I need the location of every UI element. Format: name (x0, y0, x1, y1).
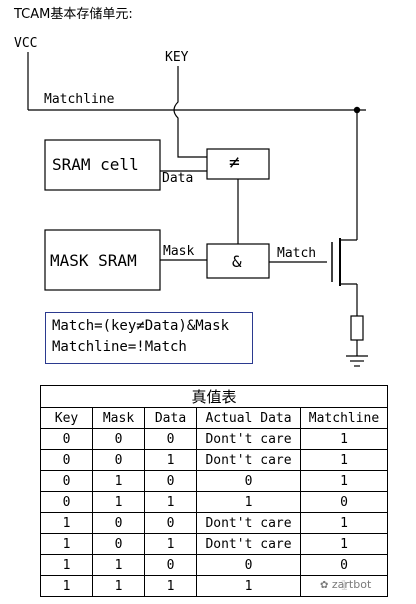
column-header-mask: Mask (92, 407, 145, 429)
table-cell: 1 (40, 554, 93, 576)
key-label: KEY (165, 50, 189, 65)
watermark: ✿ zartbot (318, 578, 374, 591)
table-cell: 0 (40, 491, 93, 513)
table-cell: 1 (300, 428, 388, 450)
watermark-text: zartbot (331, 578, 372, 591)
page-heading: TCAM基本存储单元: (14, 7, 133, 22)
table-cell: 0 (196, 470, 301, 492)
table-cell: 1 (300, 449, 388, 471)
mask-sram-label: MASK SRAM (50, 251, 137, 270)
table-cell: 1 (92, 491, 145, 513)
sram-cell-label: SRAM cell (52, 155, 139, 174)
data-label: Data (162, 171, 194, 186)
mask-sram-box (44, 229, 161, 291)
table-cell: 1 (144, 491, 197, 513)
formula-line-2: Matchline=!Match (52, 339, 187, 355)
table-cell: 1 (300, 470, 388, 492)
neq-symbol: ≠ (229, 152, 240, 173)
table-cell: 0 (144, 512, 197, 534)
table-cell: 1 (92, 575, 145, 597)
truth-table-title: 真值表 (40, 385, 388, 408)
column-header-data: Data (144, 407, 197, 429)
mask-label: Mask (163, 244, 195, 259)
table-cell: 1 (40, 512, 93, 534)
and-symbol: & (232, 252, 242, 271)
table-cell: 1 (144, 449, 197, 471)
table-cell: 0 (144, 470, 197, 492)
neq-gate (206, 148, 270, 180)
formula-box: Match=(key≠Data)&Mask Matchline=!Match (45, 312, 253, 364)
table-cell: 0 (144, 428, 197, 450)
watermark-icon: ✿ (320, 580, 329, 591)
table-cell: 1 (92, 554, 145, 576)
column-header-key: Key (40, 407, 93, 429)
formula-line-1: Match=(key≠Data)&Mask (52, 318, 230, 334)
table-cell: 1 (300, 512, 388, 534)
table-cell: Dont't care (196, 428, 301, 450)
table-cell: 1 (40, 533, 93, 555)
and-gate (206, 243, 270, 279)
table-cell: 1 (40, 575, 93, 597)
table-cell: 0 (92, 512, 145, 534)
table-cell: 0 (92, 449, 145, 471)
key-wire (173, 66, 207, 158)
table-cell: 1 (300, 533, 388, 555)
table-cell: 0 (300, 491, 388, 513)
table-cell: 0 (300, 554, 388, 576)
table-cell: 1 (144, 575, 197, 597)
table-cell: 1 (144, 533, 197, 555)
table-cell: 0 (40, 449, 93, 471)
table-cell: 1 (92, 470, 145, 492)
table-cell: Dont't care (196, 533, 301, 555)
matchline-label: Matchline (44, 92, 115, 107)
table-cell: Dont't care (196, 512, 301, 534)
table-cell: 0 (40, 428, 93, 450)
truth-table: 真值表 Key Mask Data Actual Data Matchline … (40, 385, 388, 597)
table-cell: 0 (144, 554, 197, 576)
table-cell: Dont't care (196, 449, 301, 471)
column-header-actual-data: Actual Data (196, 407, 301, 429)
resistor (350, 315, 364, 341)
column-header-matchline: Matchline (300, 407, 388, 429)
table-cell: 0 (196, 554, 301, 576)
table-cell: 0 (92, 533, 145, 555)
sram-cell-box (44, 139, 161, 191)
match-label: Match (277, 246, 317, 261)
table-cell: 1 (196, 575, 301, 597)
table-cell: 0 (92, 428, 145, 450)
table-cell: 1 (196, 491, 301, 513)
table-cell: 0 (40, 470, 93, 492)
vcc-label: VCC (14, 36, 38, 51)
